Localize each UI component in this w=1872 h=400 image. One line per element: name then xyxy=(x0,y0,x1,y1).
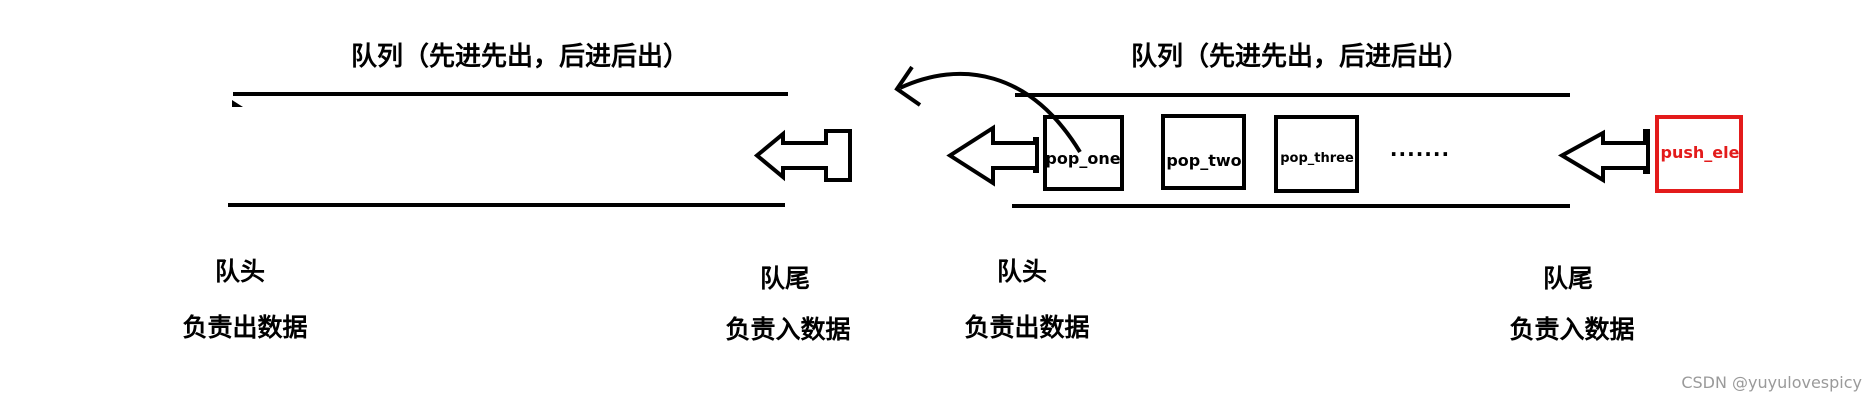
element-box-pop-one xyxy=(1043,115,1124,191)
push-element: push_ele xyxy=(1661,143,1740,162)
dequeue-curve-arrow xyxy=(899,71,1082,154)
right-queue: 队列（先进先出，后进后出） pop_one pop_two pop_three … xyxy=(894,42,1743,344)
left-queue-head-label: 队头 xyxy=(215,257,265,286)
dequeue-curve-arrowhead xyxy=(894,65,922,107)
element-pop-two: pop_two xyxy=(1166,151,1241,170)
push-element-box xyxy=(1655,115,1743,193)
left-queue-tail-label: 队尾 xyxy=(760,264,810,293)
element-ellipsis: ....... xyxy=(1390,137,1450,161)
element-pop-one: pop_one xyxy=(1045,149,1120,168)
watermark: CSDN @yuyulovespicy xyxy=(1681,373,1862,392)
element-box-pop-three xyxy=(1274,115,1359,193)
left-queue: 队列（先进先出，后进后出） 队头 负责出数据 队尾 负责入数据 xyxy=(182,42,852,344)
left-queue-corner-mark xyxy=(232,100,243,107)
left-queue-title: 队列（先进先出，后进后出） xyxy=(351,42,689,72)
right-queue-head-desc: 负责出数据 xyxy=(964,313,1089,342)
element-box-pop-two xyxy=(1161,114,1246,190)
left-queue-tail-arrow xyxy=(753,129,852,182)
right-queue-head-arrow xyxy=(946,124,1039,187)
left-queue-tail-desc: 负责入数据 xyxy=(725,315,850,344)
right-queue-tail-desc: 负责入数据 xyxy=(1509,315,1634,344)
left-queue-head-desc: 负责出数据 xyxy=(182,313,307,342)
element-pop-three: pop_three xyxy=(1280,151,1354,166)
right-queue-title: 队列（先进先出，后进后出） xyxy=(1131,42,1469,72)
right-queue-head-label: 队头 xyxy=(997,257,1047,286)
right-queue-tail-label: 队尾 xyxy=(1543,264,1593,293)
right-queue-tail-arrow xyxy=(1557,129,1650,184)
